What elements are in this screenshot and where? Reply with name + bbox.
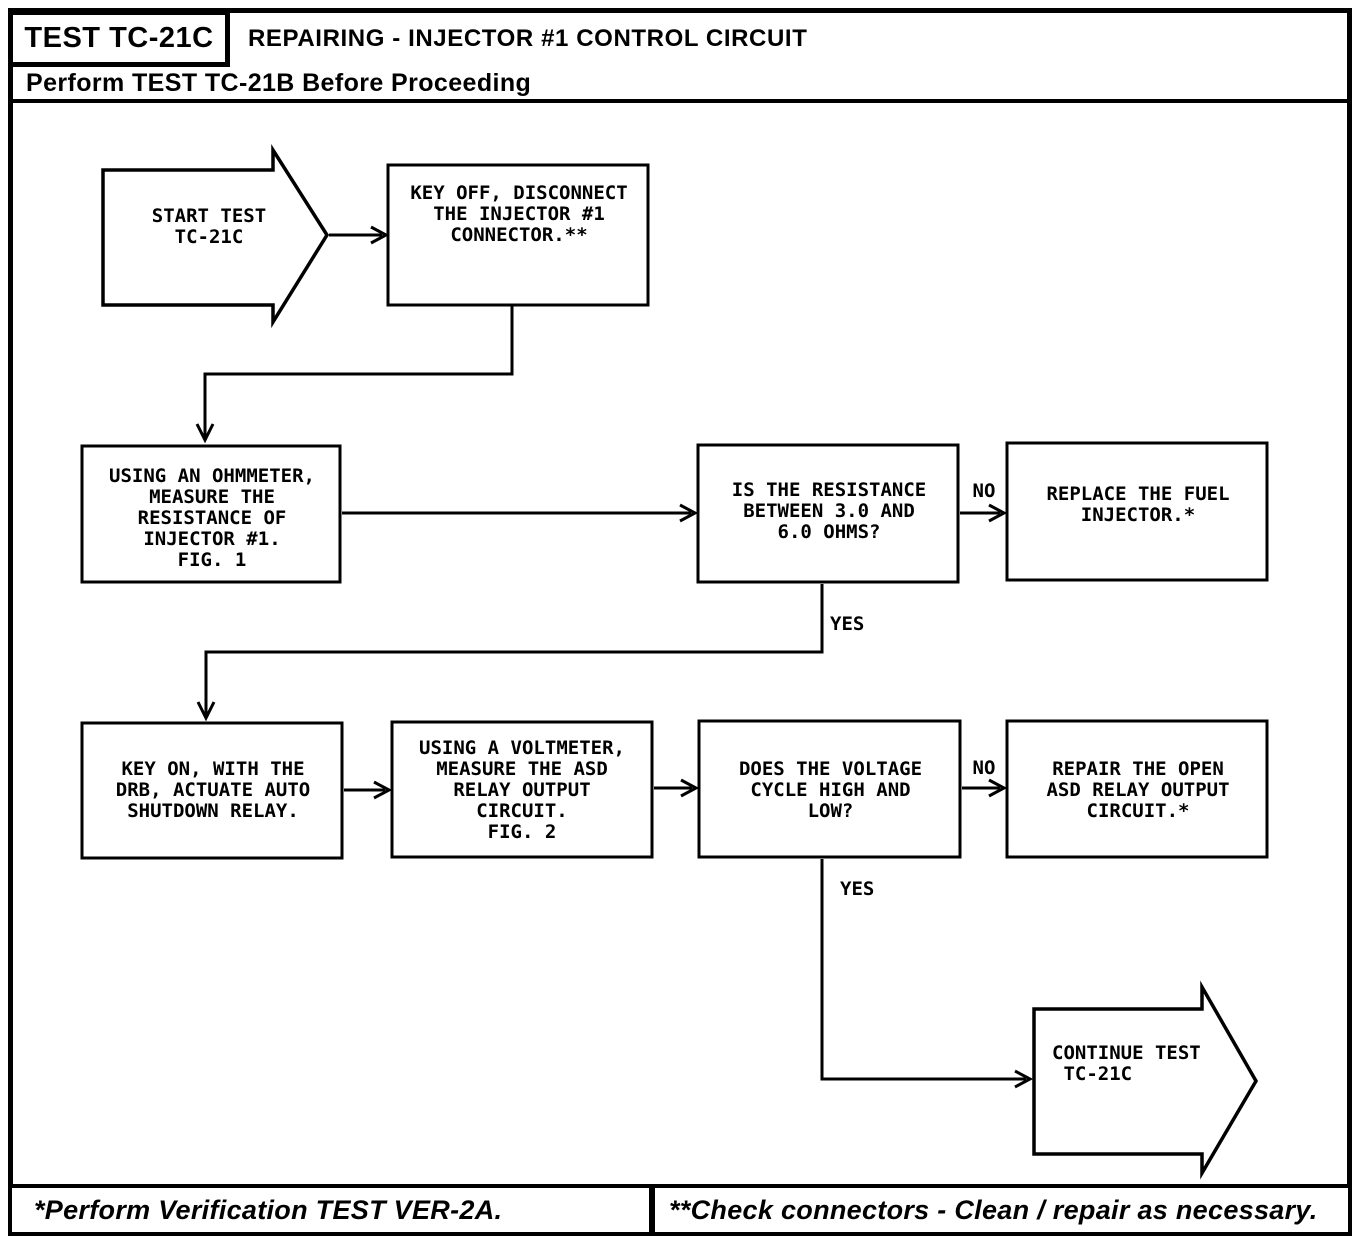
connector-yes-keyon — [204, 584, 824, 716]
arrowhead-down-icon — [195, 423, 215, 444]
step-replace-injector-label: REPLACE THE FUEL INJECTOR.* — [1046, 483, 1230, 526]
page-subtitle: Perform TEST TC-21B Before Proceeding — [26, 69, 532, 97]
footnote-connectors-text: **Check connectors - Clean / repair as n… — [669, 1194, 1318, 1225]
continue-label: CONTINUE TEST TC-21C — [1052, 1042, 1201, 1085]
page-title: REPAIRING - INJECTOR #1 CONTROL CIRCUIT — [248, 25, 808, 52]
footnote-verification-text: *Perform Verification TEST VER-2A. — [34, 1194, 503, 1225]
step-box-replace-injector — [1005, 441, 1269, 582]
connector-keyoff-ohmmeter — [203, 305, 514, 438]
no-label-2: NO — [972, 757, 996, 779]
step-box-key-on — [80, 721, 344, 860]
step-voltmeter-label: USING A VOLTMETER, MEASURE THE ASD RELAY… — [419, 737, 625, 843]
step-repair-circuit-label: REPAIR THE OPEN ASD RELAY OUTPUT CIRCUIT… — [1046, 758, 1230, 822]
arrowhead-right-icon — [680, 778, 700, 798]
decision-box-resistance — [696, 443, 960, 584]
start-label: START TEST TC-21C — [151, 205, 267, 248]
step-box-ohmmeter — [80, 444, 342, 584]
start-arrow-shape — [101, 143, 330, 329]
arrowhead-right-icon — [370, 225, 390, 245]
arrowhead-right-icon — [679, 503, 699, 523]
footnote-verification: *Perform Verification TEST VER-2A. — [8, 1184, 653, 1236]
decision-voltage-label: DOES THE VOLTAGE CYCLE HIGH AND LOW? — [738, 758, 923, 822]
step-box-voltmeter — [390, 720, 654, 859]
connector-yes-continue — [820, 859, 1026, 1081]
yes-label-1: YES — [830, 613, 865, 635]
decision-box-voltage — [697, 719, 962, 859]
yes-label-2: YES — [840, 878, 875, 900]
decision-resistance-label: IS THE RESISTANCE BETWEEN 3.0 AND 6.0 OH… — [731, 479, 927, 543]
step-key-on-label: KEY ON, WITH THE DRB, ACTUATE AUTO SHUTD… — [115, 758, 311, 822]
step-ohmmeter-label: USING AN OHMMETER, MEASURE THE RESISTANC… — [109, 465, 315, 571]
arrowhead-down-icon — [196, 701, 216, 722]
no-label-1: NO — [972, 480, 996, 502]
step-key-off-label: KEY OFF, DISCONNECT THE INJECTOR #1 CONN… — [410, 182, 628, 246]
step-box-key-off — [386, 163, 650, 307]
footnote-connectors: **Check connectors - Clean / repair as n… — [651, 1184, 1352, 1236]
arrowhead-right-icon — [1014, 1069, 1034, 1089]
test-id-label: TEST TC-21C — [24, 22, 214, 54]
arrowhead-right-icon — [988, 778, 1008, 798]
header-divider — [8, 99, 1352, 103]
continue-arrow-shape — [1032, 980, 1259, 1180]
test-id-box: TEST TC-21C — [8, 10, 230, 67]
step-box-repair-circuit — [1005, 719, 1269, 859]
arrowhead-right-icon — [373, 780, 393, 800]
arrowhead-right-icon — [988, 503, 1008, 523]
